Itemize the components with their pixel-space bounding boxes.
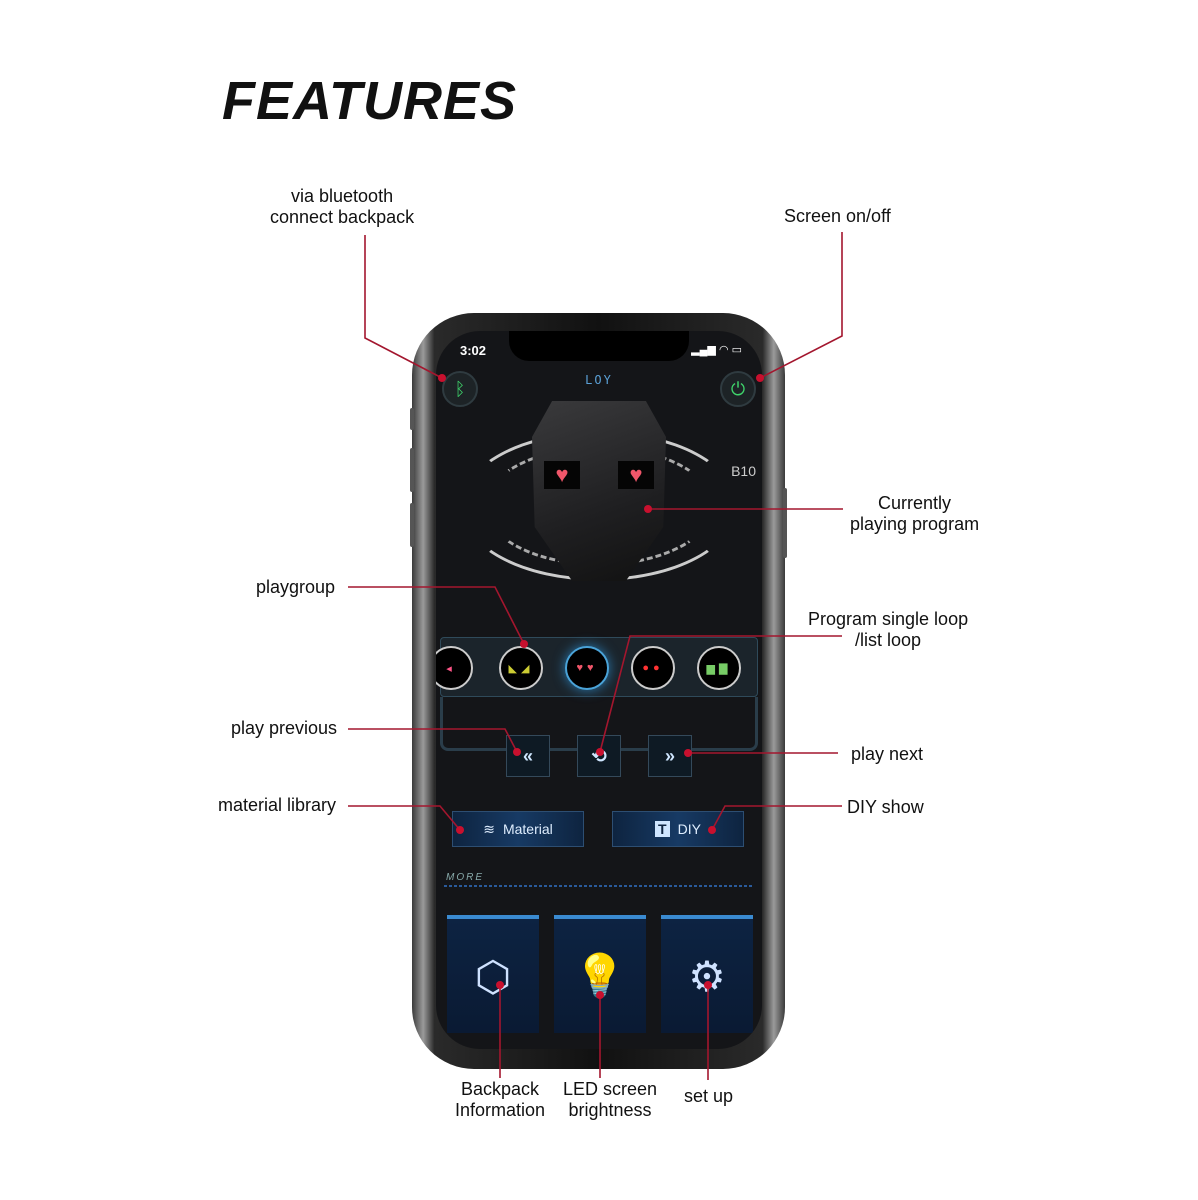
callout-text: Backpack — [461, 1079, 540, 1099]
status-icons: ▂▄▆ ◠ ▭ — [691, 344, 742, 356]
mask-icon: ⬡ — [474, 952, 512, 1000]
power-toggle-button[interactable]: ⏻ — [720, 371, 756, 407]
playgroup-carousel[interactable]: ◂ ◣◢ ♥♥ ●● ▆▇ — [436, 637, 758, 697]
line-bluetooth — [364, 235, 443, 379]
power-button — [783, 488, 787, 558]
callout-text: Information — [455, 1100, 546, 1120]
dot — [438, 374, 446, 382]
notch — [509, 331, 689, 361]
callout-diy: DIY show — [847, 797, 924, 817]
material-label: Material — [502, 821, 553, 837]
program-thumb[interactable]: ▆▇ — [697, 646, 741, 690]
play-previous-button[interactable]: « — [506, 735, 550, 777]
callout-text: via bluetooth — [291, 186, 394, 206]
dot — [644, 505, 652, 513]
callout-text: LED screen — [563, 1079, 658, 1099]
line-loop — [599, 635, 842, 753]
app-title: LOY — [585, 373, 613, 387]
callout-material: material library — [218, 795, 337, 815]
callout-previous: play previous — [231, 718, 338, 738]
dot — [684, 749, 692, 757]
dot — [456, 826, 464, 834]
callout-setup: set up — [684, 1086, 734, 1106]
callout-loop: Program single loop/list loop — [808, 609, 968, 651]
mute-switch — [410, 408, 414, 430]
program-thumb[interactable]: ●● — [631, 646, 675, 690]
program-thumb[interactable]: ◂ — [436, 646, 473, 690]
volume-up — [410, 448, 414, 492]
volume-down — [410, 503, 414, 547]
hud-text: B10 — [731, 463, 756, 479]
backpack-info-card[interactable]: ⬡ — [447, 915, 539, 1033]
callout-text: Currently — [878, 493, 952, 513]
play-next-button[interactable]: » — [648, 735, 692, 777]
callout-text: Program single loop — [808, 609, 969, 629]
line-playgroup — [348, 586, 525, 645]
bluetooth-button[interactable]: ᛒ — [442, 371, 478, 407]
material-button[interactable]: ≋ Material — [452, 811, 584, 847]
app-screen: 3:02 ▂▄▆ ◠ ▭ LOY ᛒ ⏻ B10 ♥ ♥ ◂ ◣◢ ♥♥ ●● … — [436, 331, 762, 1049]
diy-button[interactable]: T DIY — [612, 811, 744, 847]
line-diy — [711, 805, 842, 831]
divider — [444, 885, 754, 887]
layers-icon: ≋ — [483, 820, 495, 837]
line-previous — [348, 728, 518, 753]
double-chevron-right-icon: » — [664, 745, 675, 766]
callout-screen: Screen on/off — [784, 206, 891, 226]
dot — [596, 991, 604, 999]
dot — [708, 826, 716, 834]
program-thumb[interactable]: ◣◢ — [499, 646, 543, 690]
program-thumb-selected[interactable]: ♥♥ — [565, 646, 609, 690]
callout-text: brightness — [568, 1100, 652, 1120]
dot — [596, 748, 604, 756]
callout-text: connect backpack — [270, 207, 415, 227]
diy-label: DIY — [677, 821, 701, 837]
power-icon: ⏻ — [730, 378, 746, 399]
loop-mode-button[interactable]: ⟲ — [577, 735, 621, 777]
line-screen — [759, 232, 843, 379]
line-material — [348, 805, 461, 831]
bluetooth-icon: ᛒ — [454, 378, 466, 399]
more-section-label: MORE — [446, 872, 484, 883]
settings-card[interactable]: ⚙ — [661, 915, 753, 1033]
page-title: FEATURES — [222, 71, 518, 131]
callout-text: /list loop — [855, 630, 922, 650]
dot — [496, 981, 504, 989]
double-chevron-left-icon: « — [522, 745, 533, 766]
dot — [704, 981, 712, 989]
phone: 3:02 ▂▄▆ ◠ ▭ LOY ᛒ ⏻ B10 ♥ ♥ ◂ ◣◢ ♥♥ ●● … — [410, 313, 787, 1069]
dot — [520, 640, 528, 648]
text-tool-icon: T — [655, 821, 670, 837]
callout-playgroup: playgroup — [256, 577, 336, 597]
status-time: 3:02 — [460, 343, 487, 358]
heart-eye-icon: ♥ — [618, 461, 654, 489]
dot — [513, 748, 521, 756]
gear-icon: ⚙ — [688, 952, 726, 1000]
heart-eye-icon: ♥ — [544, 461, 580, 489]
callout-text: playing program — [850, 514, 980, 534]
current-program-mask: ♥ ♥ — [532, 401, 666, 581]
callout-next: play next — [851, 744, 924, 764]
dot — [756, 374, 764, 382]
lightbulb-icon: 💡 — [573, 951, 627, 999]
